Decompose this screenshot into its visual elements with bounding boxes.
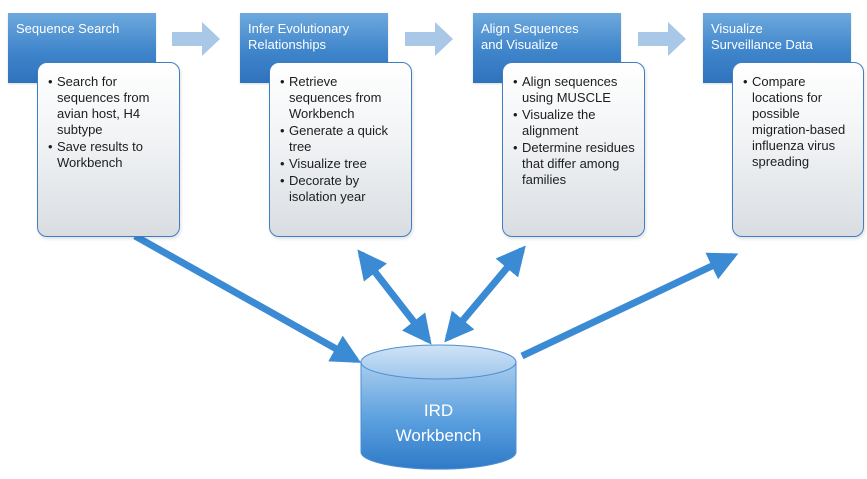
flow-arrow-3 [638, 22, 686, 56]
step-item: Determine residues that differ among fam… [513, 140, 636, 188]
step-card-surveillance: Compare locations for possible migration… [732, 62, 864, 237]
connector-align-db [444, 245, 526, 343]
connector-tree-db [357, 249, 432, 345]
step-item: Decorate by isolation year [280, 173, 403, 205]
connector-search-to-db [133, 232, 362, 364]
flow-arrow-1 [172, 22, 220, 56]
step-item: Generate a quick tree [280, 123, 403, 155]
step-item: Search for sequences from avian host, H4… [48, 74, 171, 138]
step-item: Align sequences using MUSCLE [513, 74, 636, 106]
step-card-infer-relationships: Retrieve sequences from Workbench Genera… [269, 62, 412, 237]
step-item: Compare locations for possible migration… [743, 74, 855, 170]
step-card-align-sequences: Align sequences using MUSCLE Visualize t… [502, 62, 645, 237]
step-item: Visualize the alignment [513, 107, 636, 139]
database-cylinder [360, 344, 517, 470]
step-item: Save results to Workbench [48, 139, 171, 171]
database-label: IRD Workbench [395, 401, 482, 445]
step-card-sequence-search: Search for sequences from avian host, H4… [37, 62, 180, 237]
connector-db-to-surveillance [520, 252, 739, 360]
step-item: Retrieve sequences from Workbench [280, 74, 403, 122]
flow-arrow-2 [405, 22, 453, 56]
step-item: Visualize tree [280, 156, 403, 172]
